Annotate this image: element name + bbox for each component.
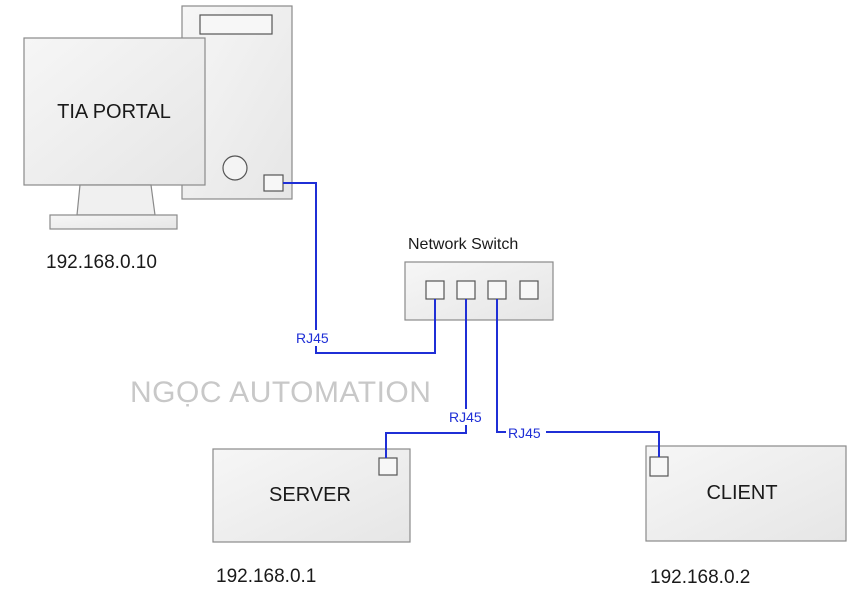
server-device: SERVER [212,448,411,543]
pc-screen-label: TIA PORTAL [57,101,171,123]
server-ethernet-port [378,457,398,476]
drive-bay [199,14,273,35]
cable-client-switch [496,299,660,457]
client-device: CLIENT [645,445,847,542]
client-label: CLIENT [706,482,777,504]
pc-ip: 192.168.0.10 [46,252,157,273]
server-label: SERVER [269,484,351,506]
rj45-label-client: RJ45 [508,425,541,441]
rj45-label-bg [294,330,334,346]
server-ip: 192.168.0.1 [216,566,316,587]
rj45-label-pc: RJ45 [296,330,329,346]
cable-pc-switch [283,182,436,354]
cable-server-switch [385,299,467,458]
pc-ethernet-port [263,174,284,192]
rj45-label-bg [447,409,487,425]
switch-port-4 [519,280,539,300]
switch-label: Network Switch [408,236,518,253]
switch-port-1 [425,280,445,300]
client-ethernet-port [649,456,669,477]
client-ip: 192.168.0.2 [650,567,750,588]
pc-monitor: TIA PORTAL [23,37,206,230]
network-switch [404,261,554,321]
switch-port-2 [456,280,476,300]
watermark: NGỌC AUTOMATION [130,376,431,409]
monitor-base [49,214,178,230]
monitor-stand [76,184,156,216]
power-button-icon [222,155,248,181]
rj45-label-server: RJ45 [449,409,482,425]
switch-port-3 [487,280,507,300]
rj45-label-bg [506,425,546,441]
